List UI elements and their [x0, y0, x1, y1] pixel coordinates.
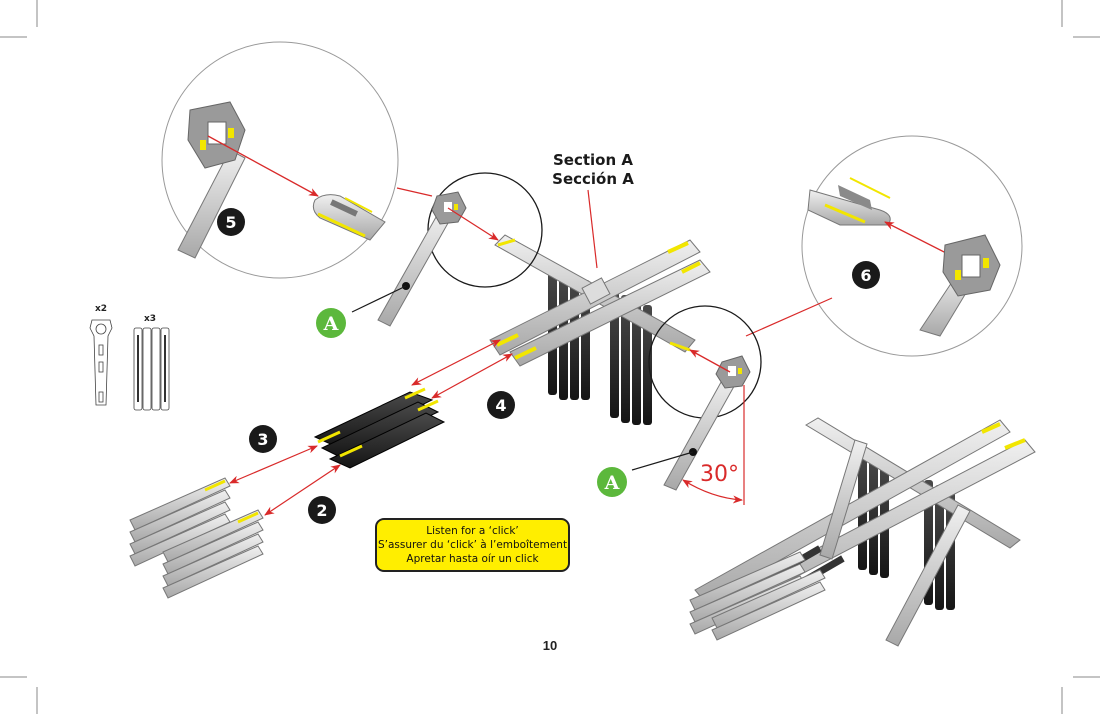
insert-arrow: [207, 135, 319, 197]
hub-arm-outline-icon: [89, 319, 113, 406]
connect-arrow: [431, 353, 513, 399]
hub-arm-left: [377, 191, 467, 327]
connect-arrow: [411, 339, 501, 386]
svg-text:2: 2: [316, 501, 327, 520]
notice-line-es: Apretar hasta oír un click: [406, 553, 539, 565]
angle-annotation: 30°: [682, 385, 745, 505]
detail-callout-6: [745, 135, 1023, 357]
step-badge: 4: [487, 391, 515, 419]
callout-pointer: [351, 285, 407, 313]
callout-leader-line: [396, 187, 433, 197]
joint-highlight-circle: [427, 172, 543, 288]
callout-leader-line: [745, 297, 833, 337]
svg-text:A: A: [604, 472, 620, 494]
hub-arm-right: [663, 355, 751, 491]
parts-legend: x2 x3: [89, 304, 170, 411]
part-quantity: x2: [95, 304, 107, 314]
click-notice-box: Listen for a ‘click’ S’assurer du ‘click…: [375, 518, 570, 572]
stacked-bar-outline-icon: [133, 327, 170, 411]
step-badge: 5: [217, 208, 245, 236]
main-cross-assembly: [489, 234, 711, 425]
notice-line-en: Listen for a ‘click’: [426, 525, 519, 537]
section-label-en: Section A: [553, 151, 633, 169]
section-label-es: Sección A: [552, 170, 634, 188]
black-connector-block: [313, 387, 446, 469]
insert-arrow: [884, 221, 951, 256]
assembled-result: [689, 417, 1036, 647]
callout-badge-a: A: [597, 467, 627, 497]
stacked-bars-left: [129, 477, 231, 567]
angle-label: 30°: [700, 462, 739, 487]
connect-arrow: [229, 445, 318, 484]
step-badge: 3: [249, 425, 277, 453]
bar-end-part: [312, 194, 386, 241]
step-badge: 6: [852, 261, 880, 289]
notice-line-fr: S’assurer du ‘click’ à l’emboîtement: [377, 539, 568, 551]
svg-text:3: 3: [257, 430, 268, 449]
svg-text:4: 4: [495, 396, 506, 415]
callout-badge-a: A: [316, 308, 346, 338]
bar-end-part: [807, 177, 891, 226]
callout-pointer: [631, 451, 694, 471]
hub-arm-part: [919, 234, 1001, 337]
section-leader-line: [587, 189, 598, 269]
svg-text:5: 5: [225, 213, 236, 232]
part-quantity: x3: [144, 314, 156, 324]
detail-callout-5: [161, 41, 433, 279]
page-number: 10: [543, 638, 557, 653]
insert-arrow: [447, 207, 499, 241]
insert-arrow: [689, 349, 731, 373]
step-badge: 2: [308, 496, 336, 524]
svg-text:6: 6: [860, 266, 871, 285]
connect-arrow: [264, 464, 341, 516]
hub-arm-part: [177, 101, 246, 259]
svg-text:A: A: [323, 313, 339, 335]
stacked-bars-left: [162, 509, 264, 599]
